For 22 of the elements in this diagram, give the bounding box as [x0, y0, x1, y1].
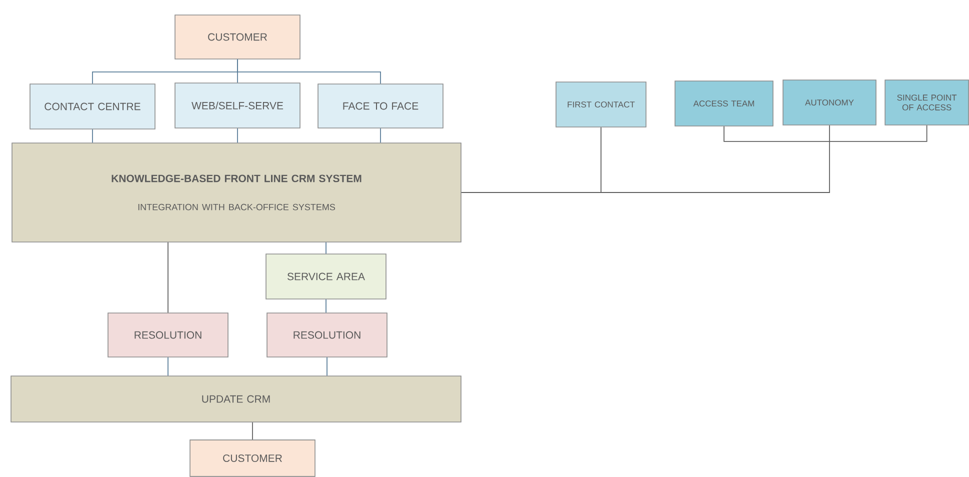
connector-line: [237, 128, 238, 144]
connector-line: [92, 128, 93, 144]
connector-line: [252, 422, 253, 440]
process-box: FACE TO FACE: [318, 84, 444, 128]
process-box: CONTACT CENTRE: [30, 84, 156, 130]
process-box: RESOLUTION: [266, 312, 388, 358]
connector-line: [380, 128, 381, 144]
process-box: SINGLE POINT OF ACCESS: [884, 80, 969, 126]
system-box: KNOWLEDGE-BASED FRONT LINE CRM SYSTEM INTEGRATION WITH BACK-OFFICE SYSTEMS: [12, 142, 462, 242]
process-box: CUSTOMER: [174, 14, 300, 60]
process-box: AUTONOMY: [782, 80, 876, 126]
connector-line: [460, 124, 830, 193]
connector-line: [326, 356, 328, 376]
connector-line: [724, 124, 928, 142]
process-box: SERVICE AREA: [266, 254, 386, 300]
process-box: RESOLUTION: [108, 312, 228, 358]
connector-line: [237, 58, 381, 84]
process-box: UPDATE CRM: [10, 376, 462, 422]
process-box: WEB/SELF-SERVE: [174, 82, 300, 128]
process-box: CUSTOMER: [190, 440, 316, 477]
process-box: FIRST CONTACT: [556, 82, 646, 128]
process-box: ACCESS TEAM: [674, 80, 774, 126]
